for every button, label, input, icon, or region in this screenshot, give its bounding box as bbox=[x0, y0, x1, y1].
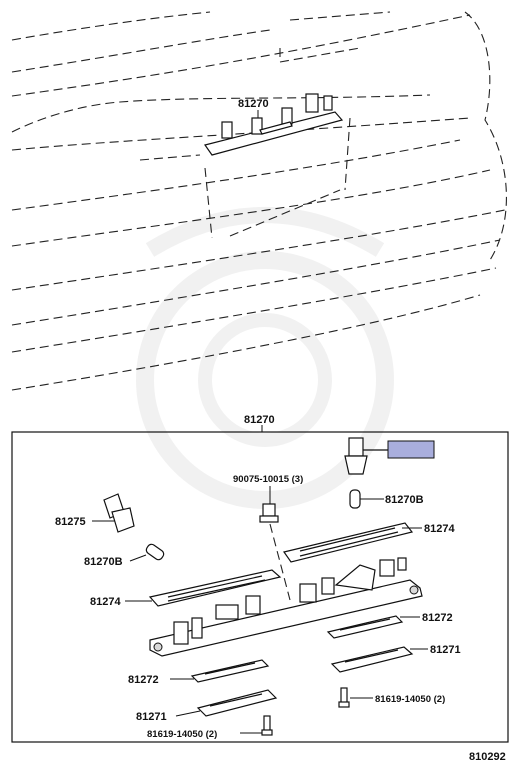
socket-top-right bbox=[344, 437, 388, 475]
label-81271-left: 81271 bbox=[136, 711, 167, 723]
socket-81275 bbox=[103, 493, 135, 533]
parts-box bbox=[11, 431, 509, 743]
label-81274-right: 81274 bbox=[424, 523, 455, 535]
lens-81271-left bbox=[196, 689, 278, 717]
bolt-90075 bbox=[259, 503, 279, 523]
lens-81271-right bbox=[330, 646, 414, 673]
gasket-81272-left bbox=[190, 659, 270, 683]
label-81270b-left: 81270B bbox=[84, 556, 123, 568]
watermark-emblem bbox=[136, 207, 394, 509]
installed-license-lamp bbox=[204, 93, 344, 156]
screw-81619-left bbox=[261, 715, 273, 736]
lens-81274-right bbox=[283, 522, 414, 563]
screw-81619-right bbox=[338, 687, 350, 708]
vehicle-rear-outline bbox=[11, 11, 507, 391]
label-81270b-right: 81270B bbox=[385, 494, 424, 506]
bulb-right bbox=[349, 489, 361, 509]
label-top-assembly: 81270 bbox=[238, 98, 269, 110]
label-81271-right: 81271 bbox=[430, 644, 461, 656]
label-81272-left: 81272 bbox=[128, 674, 159, 686]
diagram-number: 810292 bbox=[469, 751, 506, 763]
label-81619-left: 81619-14050 (2) bbox=[147, 729, 217, 740]
label-81619-right: 81619-14050 (2) bbox=[375, 694, 445, 705]
lens-81274-left bbox=[148, 569, 282, 607]
gasket-81272-right bbox=[326, 615, 404, 639]
label-90075: 90075-10015 (3) bbox=[233, 474, 303, 485]
label-box-title: 81270 bbox=[244, 414, 275, 426]
label-81275: 81275 bbox=[55, 516, 86, 528]
bulb-left bbox=[145, 543, 165, 561]
label-81274-left: 81274 bbox=[90, 596, 121, 608]
label-81272-right: 81272 bbox=[422, 612, 453, 624]
lamp-housing bbox=[149, 557, 423, 657]
highlight-box bbox=[387, 440, 435, 459]
